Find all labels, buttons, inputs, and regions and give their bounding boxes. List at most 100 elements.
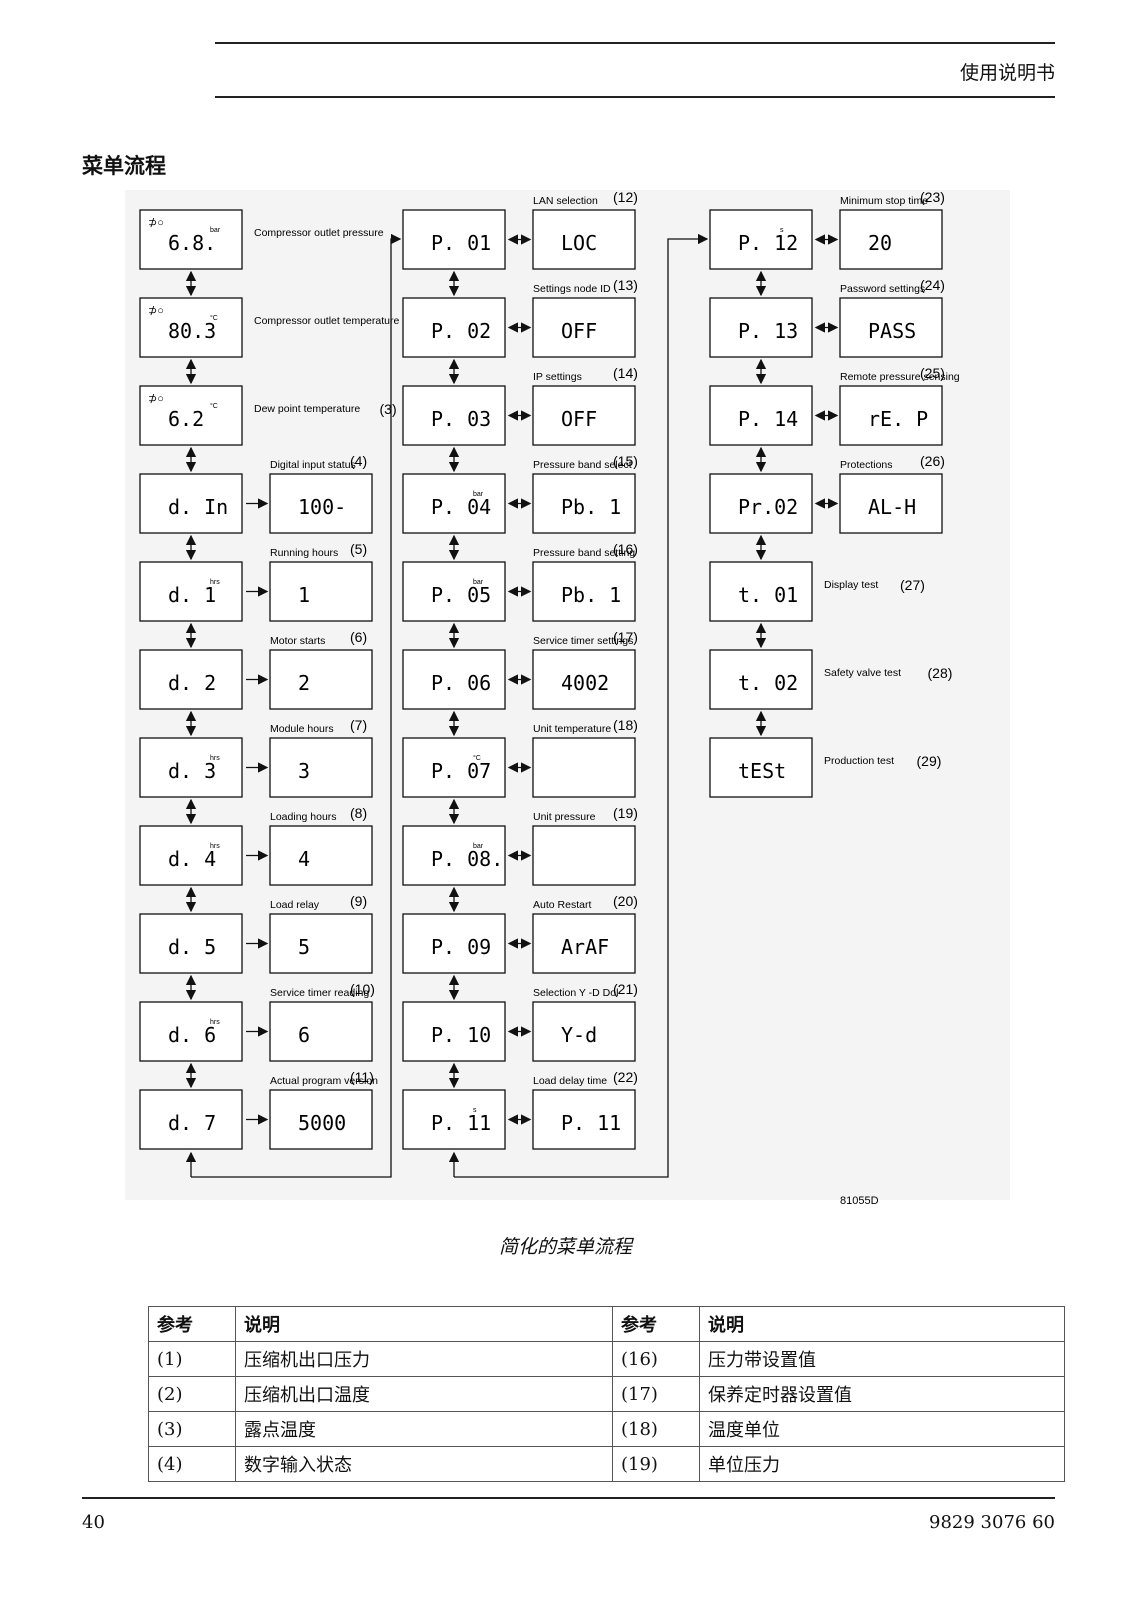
- item-label: Display test: [824, 579, 878, 591]
- item-number: (6): [350, 629, 367, 645]
- lcd-value: Pr.02: [738, 495, 798, 519]
- lcd-value: P. 06: [431, 671, 491, 695]
- lcd-display: [402, 561, 506, 622]
- item-label: Motor starts: [270, 635, 325, 647]
- item-label: Minimum stop time: [840, 195, 928, 207]
- lcd-sub-display: [532, 561, 636, 622]
- lcd-sub-display: [839, 209, 943, 270]
- item-number: (14): [613, 365, 638, 381]
- item-label: Selection Y -D Dol: [533, 987, 618, 999]
- lcd-sub-value: 1: [298, 583, 310, 607]
- item-number: (21): [613, 981, 638, 997]
- lcd-display: [402, 297, 506, 358]
- table-cell: 温度单位: [699, 1411, 1065, 1447]
- lcd-sub-display: [269, 473, 373, 534]
- status-icon: ⊅○: [148, 393, 164, 405]
- lcd-display: [139, 913, 243, 974]
- item-number: (9): [350, 893, 367, 909]
- lcd-value: d. 1: [168, 583, 216, 607]
- header-top-rule: [215, 42, 1055, 44]
- lcd-sub-value: rE. P: [868, 407, 928, 431]
- lcd-display: [139, 297, 243, 358]
- lcd-display: [709, 209, 813, 270]
- lcd-unit: bar: [473, 579, 484, 586]
- table-cell: 压力带设置值: [699, 1341, 1065, 1377]
- lcd-sub-display: [532, 737, 636, 798]
- lcd-value: P. 07: [431, 759, 491, 783]
- item-label: Pressure band setting: [533, 547, 635, 559]
- reference-table: 参考 说明 参考 说明 (1) 压缩机出口压力 (16) 压力带设置值 (2) …: [148, 1306, 1065, 1482]
- lcd-sub-value: LOC: [561, 231, 597, 255]
- lcd-value: d. 2: [168, 671, 216, 695]
- lcd-value: P. 13: [738, 319, 798, 343]
- lcd-display: [402, 649, 506, 710]
- item-label: Service timer reading: [270, 987, 369, 999]
- item-number: (17): [613, 629, 638, 645]
- lcd-sub-value: OFF: [561, 319, 597, 343]
- item-label: Digital input status: [270, 459, 356, 471]
- table-cell: (17): [612, 1376, 700, 1412]
- lcd-value: P. 08.: [431, 847, 503, 871]
- table-row: (3) 露点温度 (18) 温度单位: [148, 1411, 1065, 1447]
- lcd-sub-value: 4: [298, 847, 310, 871]
- lcd-unit: hrs: [210, 579, 220, 586]
- item-number: (29): [917, 753, 942, 769]
- lcd-value: P. 10: [431, 1023, 491, 1047]
- lcd-display: [139, 385, 243, 446]
- table-cell: (3): [148, 1411, 236, 1447]
- table-cell: 保养定时器设置值: [699, 1376, 1065, 1412]
- lcd-display: [402, 385, 506, 446]
- lcd-value: P. 11: [431, 1111, 491, 1135]
- lcd-value: t. 02: [738, 671, 798, 695]
- item-number: (12): [613, 189, 638, 205]
- lcd-sub-value: 6: [298, 1023, 310, 1047]
- lcd-unit: s: [780, 227, 784, 234]
- lcd-sub-display: [532, 1089, 636, 1150]
- item-number: (8): [350, 805, 367, 821]
- lcd-display: [709, 737, 813, 798]
- lcd-unit: s: [473, 1107, 477, 1114]
- lcd-value: d. 6: [168, 1023, 216, 1047]
- document-number: 9829 3076 60: [929, 1512, 1055, 1533]
- item-number: (7): [350, 717, 367, 733]
- lcd-value: d. 7: [168, 1111, 216, 1135]
- lcd-sub-display: [839, 297, 943, 358]
- lcd-sub-value: 20: [868, 231, 892, 255]
- lcd-unit: °C: [210, 314, 218, 322]
- lcd-display: [402, 473, 506, 534]
- lcd-display: [402, 209, 506, 270]
- status-icon: ⊅○: [148, 305, 164, 317]
- table-row: (1) 压缩机出口压力 (16) 压力带设置值: [148, 1341, 1065, 1377]
- item-number: (24): [920, 277, 945, 293]
- table-header: 参考: [148, 1306, 236, 1342]
- item-label: Actual program version: [270, 1075, 378, 1087]
- footer-rule: [82, 1497, 1055, 1499]
- item-label: IP settings: [533, 371, 582, 383]
- lcd-value: 6.8.: [168, 231, 216, 255]
- item-number: (28): [928, 665, 953, 681]
- table-cell: (19): [612, 1446, 700, 1482]
- lcd-value: P. 12: [738, 231, 798, 255]
- header-bottom-rule: [215, 96, 1055, 98]
- table-row: (4) 数字输入状态 (19) 单位压力: [148, 1446, 1065, 1482]
- lcd-display: [139, 209, 243, 270]
- table-cell: (4): [148, 1446, 236, 1482]
- lcd-value: d. 5: [168, 935, 216, 959]
- lcd-sub-display: [269, 561, 373, 622]
- page-number: 40: [82, 1512, 105, 1533]
- item-label: LAN selection: [533, 195, 598, 207]
- lcd-display: [402, 737, 506, 798]
- item-label: Service timer settings: [533, 635, 633, 647]
- lcd-value: P. 04: [431, 495, 491, 519]
- lcd-sub-display: [532, 473, 636, 534]
- item-number: (18): [613, 717, 638, 733]
- wrap-connector: [191, 233, 402, 1178]
- lcd-sub-display: [839, 473, 943, 534]
- table-cell: 数字输入状态: [235, 1446, 613, 1482]
- lcd-value: P. 02: [431, 319, 491, 343]
- lcd-display: [402, 913, 506, 974]
- lcd-sub-value: Pb. 1: [561, 495, 621, 519]
- item-label: Remote pressure sensing: [840, 371, 960, 383]
- table-cell: 压缩机出口压力: [235, 1341, 613, 1377]
- lcd-sub-value: 4002: [561, 671, 609, 695]
